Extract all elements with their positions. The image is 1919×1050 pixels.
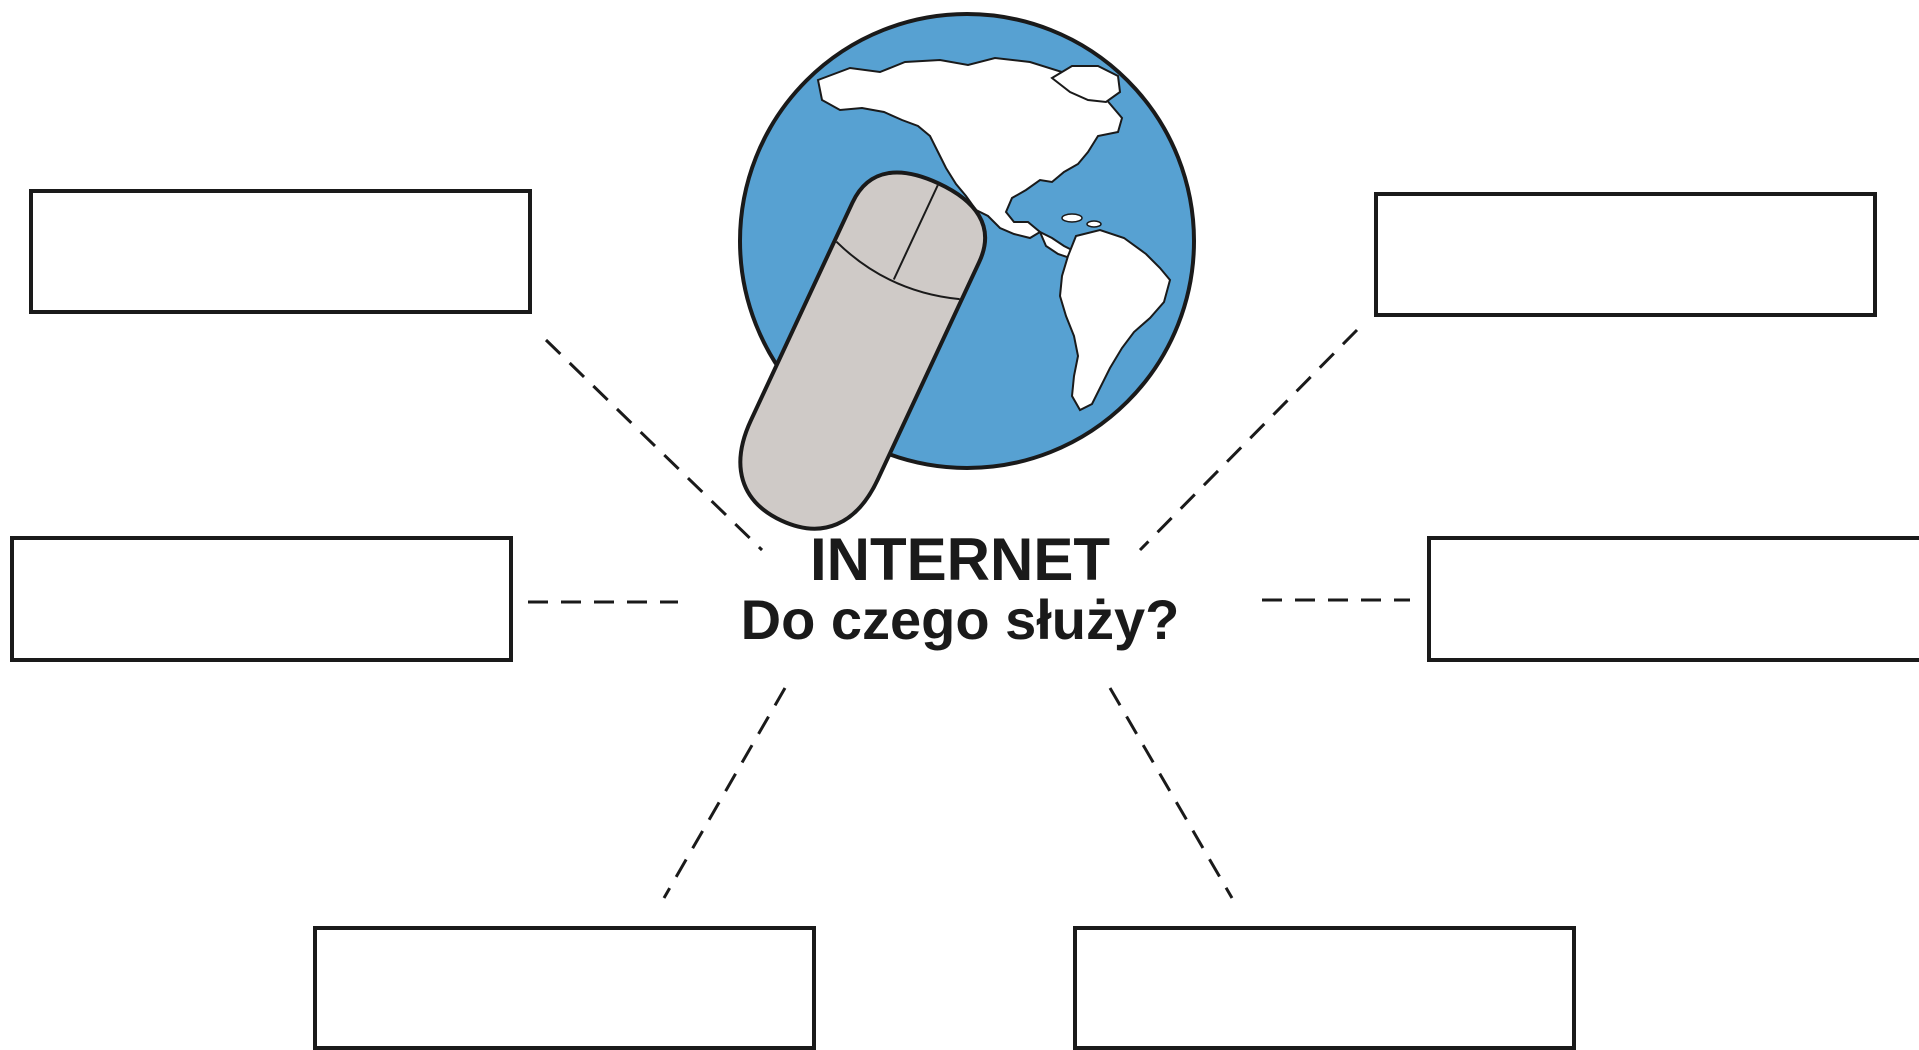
diagram-title-block: INTERNET Do czego służy? bbox=[640, 528, 1280, 650]
answer-box-middle-right[interactable] bbox=[1427, 536, 1919, 662]
answer-box-top-left[interactable] bbox=[29, 189, 532, 314]
connector-top-left bbox=[544, 338, 764, 552]
answer-box-top-right[interactable] bbox=[1374, 192, 1877, 317]
diagram-subtitle: Do czego służy? bbox=[740, 588, 1180, 651]
south-america-landmass bbox=[1058, 228, 1172, 412]
mouse-body bbox=[738, 170, 988, 531]
greenland-landmass bbox=[1050, 65, 1122, 104]
connector-bottom-right bbox=[1108, 687, 1234, 899]
computer-mouse-icon bbox=[738, 170, 988, 531]
caribbean-island bbox=[1086, 220, 1102, 228]
north-america-landmass bbox=[816, 56, 1124, 240]
caribbean-island bbox=[1061, 213, 1083, 223]
mouse-scroll-split bbox=[892, 184, 939, 280]
diagram-title: INTERNET bbox=[810, 526, 1110, 593]
answer-box-middle-left[interactable] bbox=[10, 536, 513, 662]
connector-bottom-left bbox=[662, 687, 787, 899]
connector-top-right bbox=[1138, 328, 1359, 552]
answer-box-bottom-right[interactable] bbox=[1073, 926, 1576, 1050]
mouse-button-divider bbox=[835, 240, 960, 301]
answer-box-bottom-left[interactable] bbox=[313, 926, 816, 1050]
